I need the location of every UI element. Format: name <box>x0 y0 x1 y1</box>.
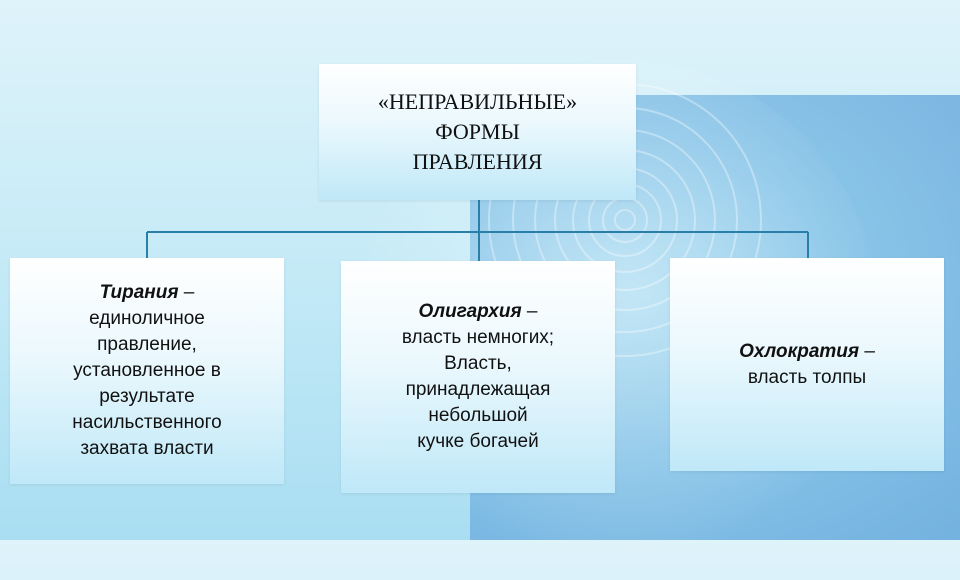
diagram-title-box: «НЕПРАВИЛЬНЫЕ» ФОРМЫ ПРАВЛЕНИЯ <box>319 64 636 200</box>
card-term: Тирания <box>99 282 179 303</box>
card-ochlocracy: Охлократия – власть толпы <box>670 258 944 471</box>
card-oligarchy: Олигархия – власть немногих; Власть, при… <box>341 261 615 493</box>
card-term: Охлократия <box>739 340 860 362</box>
card-line: власть толпы <box>747 366 867 388</box>
card-line: установленное в <box>73 360 221 381</box>
title-line: «НЕПРАВИЛЬНЫЕ» <box>377 89 578 114</box>
card-line: результате <box>99 386 195 407</box>
title-line: ФОРМЫ <box>435 119 520 144</box>
card-line: захвата власти <box>80 438 214 459</box>
card-text: Охлократия – власть толпы <box>739 339 875 391</box>
title-line: ПРАВЛЕНИЯ <box>412 149 543 174</box>
card-text: Тирания – единоличное правление, установ… <box>72 280 221 462</box>
card-line: Власть, <box>444 353 512 374</box>
card-term: Олигархия <box>418 301 522 322</box>
card-line: правление, <box>97 334 197 355</box>
card-dash: – <box>521 301 538 322</box>
card-line: принадлежащая <box>405 379 551 400</box>
card-dash: – <box>178 282 195 303</box>
card-line: небольшой <box>428 405 528 426</box>
card-dash: – <box>859 340 875 362</box>
card-line: кучке богачей <box>417 431 539 452</box>
card-line: власть немногих; <box>401 327 555 348</box>
card-line: насильственного <box>72 412 222 433</box>
connector-lines <box>146 200 809 261</box>
diagram-title: «НЕПРАВИЛЬНЫЕ» ФОРМЫ ПРАВЛЕНИЯ <box>378 87 577 177</box>
card-text: Олигархия – власть немногих; Власть, при… <box>402 299 554 455</box>
card-tyranny: Тирания – единоличное правление, установ… <box>10 258 284 484</box>
card-line: единоличное <box>89 308 205 329</box>
